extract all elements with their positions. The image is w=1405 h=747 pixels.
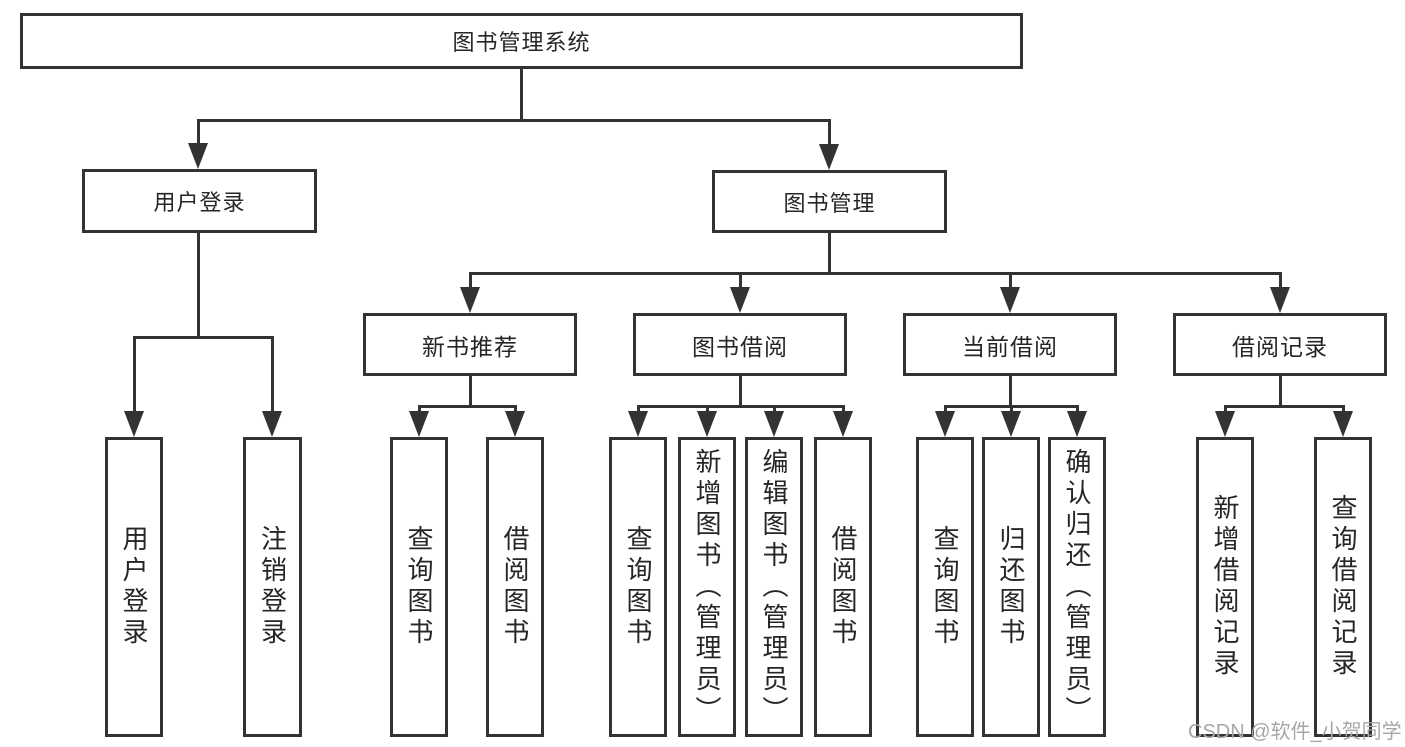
arrow-down-icon [819,144,839,170]
connector-line [514,405,517,415]
arrow-down-icon [697,411,717,437]
node-user-login-label: 用户登录 [153,190,246,215]
leaf-label: 查询图书 [930,525,960,649]
connector-line [271,336,274,414]
connector-line [133,336,136,414]
leaf-label: 归还图书 [996,525,1026,649]
arrow-down-icon [628,411,648,437]
arrow-down-icon [505,411,525,437]
connector-line [739,376,742,408]
connector-line [828,119,831,147]
leaf-query-borrow-record: 查询借阅记录 [1314,437,1372,737]
leaf-label: 查询图书 [623,525,653,649]
arrow-down-icon [460,287,480,313]
arrow-down-icon [1215,411,1235,437]
leaf-logout: 注销登录 [243,437,302,737]
arrow-down-icon [1270,287,1290,313]
leaf-label: 借阅图书 [828,525,858,649]
connector-line [1279,272,1282,290]
node-book-borrow-label: 图书借阅 [692,333,788,360]
connector-line [1279,376,1282,408]
node-new-book-recommend-label: 新书推荐 [422,333,518,360]
leaf-label: 查询图书 [404,525,434,649]
connector-line [197,233,200,339]
connector-line [1076,405,1079,415]
leaf-label: 查询借阅记录 [1328,494,1358,680]
arrow-down-icon [409,411,429,437]
node-user-login: 用户登录 [82,169,317,233]
leaf-query-book-2: 查询图书 [609,437,667,737]
connector-line [418,405,517,408]
connector-line [469,376,472,408]
connector-line [773,405,776,415]
node-borrow-record: 借阅记录 [1173,313,1387,376]
leaf-label: 新增借阅记录 [1210,494,1240,680]
leaf-user-login: 用户登录 [105,437,163,737]
leaf-label: 借阅图书 [500,525,530,649]
leaf-label: 确认归还（管理员） [1062,447,1092,727]
connector-line [469,272,472,290]
arrow-down-icon [1001,411,1021,437]
connector-line [197,119,831,122]
arrow-down-icon [730,287,750,313]
connector-line [1224,405,1227,415]
leaf-query-book-3: 查询图书 [916,437,974,737]
connector-line [469,272,1281,275]
arrow-down-icon [833,411,853,437]
arrow-down-icon [764,411,784,437]
arrow-down-icon [262,411,282,437]
connector-line [706,405,709,415]
connector-line [520,69,523,122]
connector-line [1010,405,1013,415]
connector-line [842,405,845,415]
leaf-return-book: 归还图书 [982,437,1040,737]
node-book-borrow: 图书借阅 [633,313,847,376]
leaf-label: 编辑图书（管理员） [759,447,789,727]
arrow-down-icon [1000,287,1020,313]
arrow-down-icon [935,411,955,437]
node-root: 图书管理系统 [20,13,1023,69]
leaf-add-borrow-record: 新增借阅记录 [1196,437,1254,737]
node-current-borrow: 当前借阅 [903,313,1117,376]
node-borrow-record-label: 借阅记录 [1232,333,1328,360]
leaf-add-book-admin: 新增图书（管理员） [678,437,736,737]
connector-line [1342,405,1345,415]
leaf-label: 注销登录 [257,525,288,649]
connector-line [637,405,844,408]
connector-line [197,119,200,147]
node-book-management-label: 图书管理 [783,190,876,216]
leaf-borrow-book-1: 借阅图书 [486,437,544,737]
connector-line [418,405,421,415]
arrow-down-icon [124,411,144,437]
leaf-borrow-book-2: 借阅图书 [814,437,872,737]
connector-line [828,233,831,275]
connector-line [1009,272,1012,290]
connector-line [944,405,947,415]
connector-line [133,336,274,339]
node-book-management: 图书管理 [712,170,947,233]
leaf-label: 新增图书（管理员） [692,447,722,727]
leaf-edit-book-admin: 编辑图书（管理员） [745,437,803,737]
connector-line [739,272,742,290]
leaf-label: 用户登录 [119,525,149,649]
node-new-book-recommend: 新书推荐 [363,313,577,376]
csdn-watermark: CSDN @软件_小贺同学 [1188,721,1402,743]
arrow-down-icon [188,143,208,169]
node-current-borrow-label: 当前借阅 [962,333,1058,360]
connector-line [1009,376,1012,408]
leaf-confirm-return-admin: 确认归还（管理员） [1048,437,1106,737]
connector-line [637,405,640,415]
leaf-query-book-1: 查询图书 [390,437,448,737]
connector-line [1224,405,1343,408]
arrow-down-icon [1067,411,1087,437]
node-root-label: 图书管理系统 [452,30,591,55]
arrow-down-icon [1333,411,1353,437]
